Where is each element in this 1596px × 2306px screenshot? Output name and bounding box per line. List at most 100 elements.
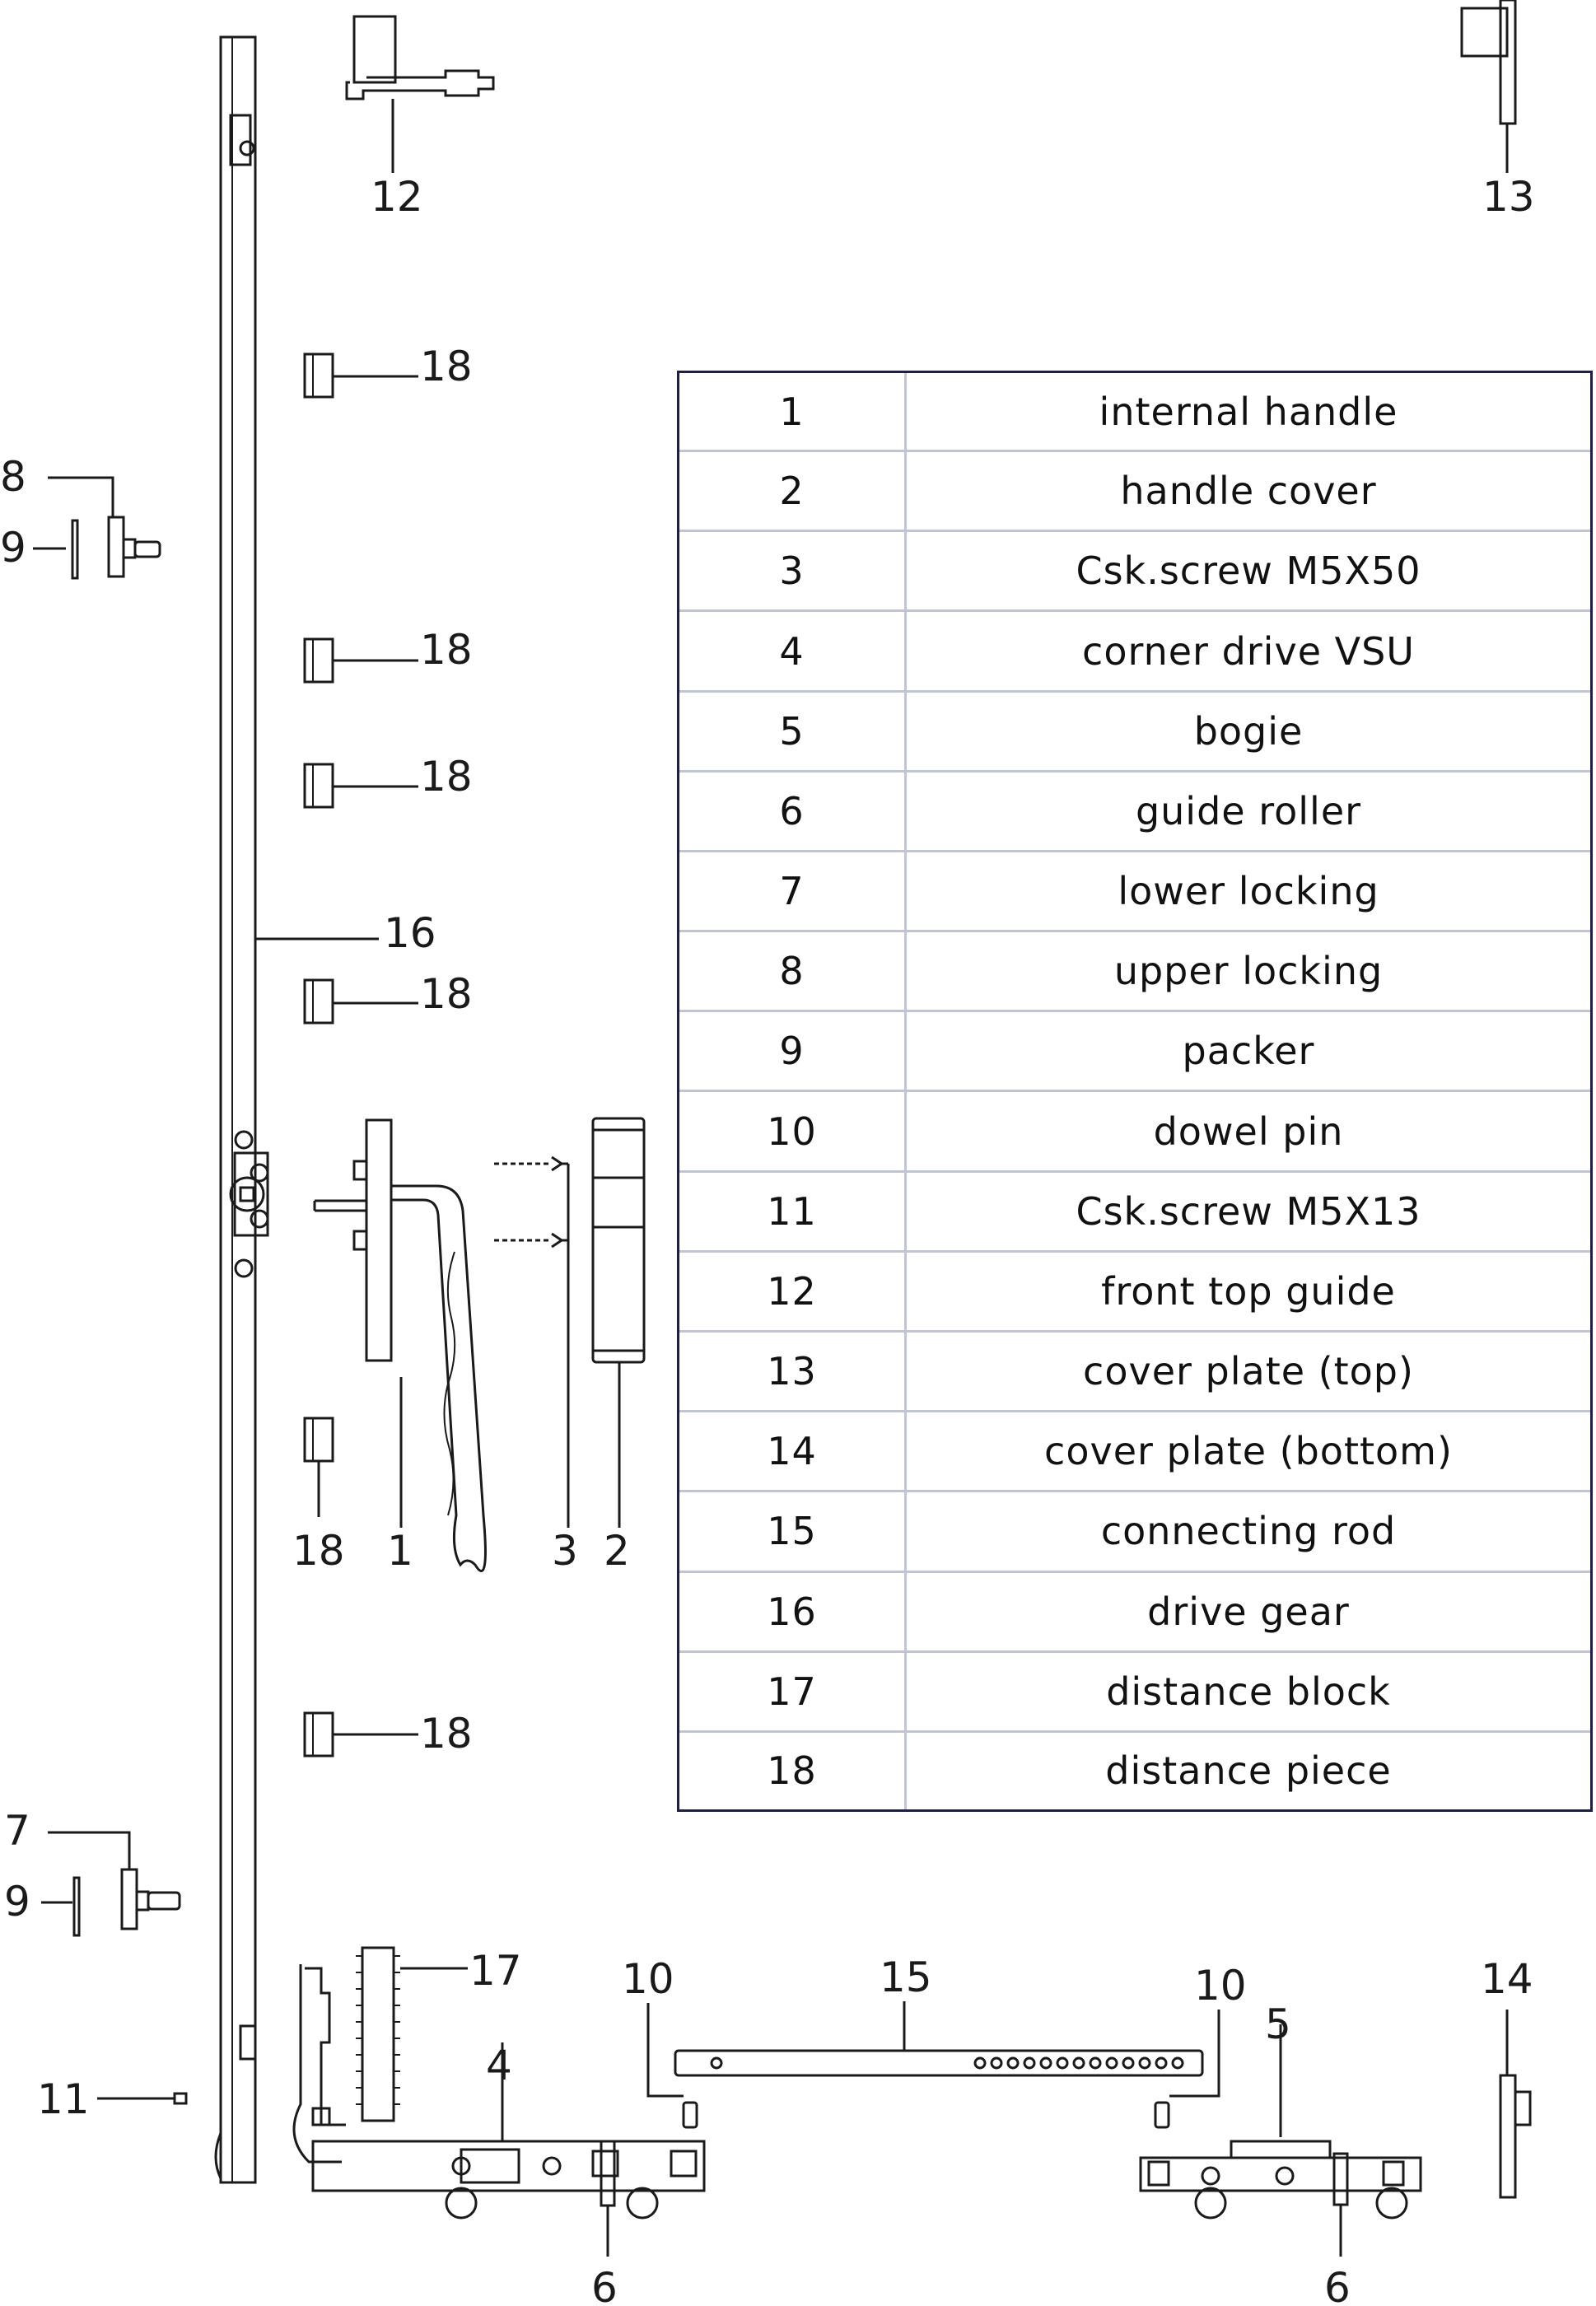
part-name: connecting rod xyxy=(905,1491,1590,1573)
part-number: 18 xyxy=(679,1731,907,1809)
callout-14: 14 xyxy=(1481,1955,1533,2003)
callout-10-left: 10 xyxy=(622,1955,674,2003)
part-name: packer xyxy=(905,1011,1590,1093)
part-name: lower locking xyxy=(905,851,1590,933)
distance-piece-4 xyxy=(303,978,418,1025)
part-number: 6 xyxy=(679,771,907,852)
part-name: distance piece xyxy=(1105,1748,1392,1794)
callout-6-right: 6 xyxy=(1324,2264,1351,2306)
part-name: front top guide xyxy=(905,1251,1590,1333)
callout-5: 5 xyxy=(1265,2000,1291,2048)
part-name: handle cover xyxy=(905,450,1590,533)
part-name: upper locking xyxy=(905,931,1590,1013)
callout-18-3: 18 xyxy=(420,753,473,801)
part-number: 12 xyxy=(679,1251,907,1333)
callout-10-right: 10 xyxy=(1194,1962,1247,2010)
distance-piece-6 xyxy=(303,1711,418,1758)
part-number: 10 xyxy=(679,1090,907,1173)
callout-18-4: 18 xyxy=(420,970,473,1018)
callout-18-5: 18 xyxy=(292,1527,345,1575)
part-name: drive gear xyxy=(905,1571,1590,1653)
part-name: guide roller xyxy=(905,771,1590,852)
callout-6-left: 6 xyxy=(591,2264,618,2306)
part-number: 9 xyxy=(679,1011,907,1093)
cover-plate-bottom xyxy=(1499,2010,1532,2199)
part-name: cover plate (bottom) xyxy=(905,1411,1590,1493)
part-name: dowel pin xyxy=(905,1090,1590,1173)
packer-upper xyxy=(33,519,79,580)
part-number: 2 xyxy=(679,450,907,533)
handle-cover xyxy=(591,1117,646,1528)
callout-9-lower: 9 xyxy=(4,1878,30,1926)
distance-piece-5 xyxy=(303,1417,334,1517)
part-number: 16 xyxy=(679,1571,907,1653)
part-number: 4 xyxy=(679,610,907,693)
part-number: 11 xyxy=(679,1171,907,1253)
part-number: 17 xyxy=(679,1651,907,1733)
internal-handle xyxy=(313,1118,487,1572)
distance-piece-3 xyxy=(303,763,418,809)
part-number: 15 xyxy=(679,1491,907,1573)
part-name: Csk.screw M5X13 xyxy=(905,1171,1590,1253)
lower-locking xyxy=(48,1831,181,1930)
callout-9-upper: 9 xyxy=(0,524,26,572)
csk-screws xyxy=(494,1155,570,1528)
callout-3: 3 xyxy=(552,1527,578,1575)
callout-18-2: 18 xyxy=(420,626,473,674)
csk-screw-small xyxy=(97,2092,188,2105)
callout-2: 2 xyxy=(604,1527,630,1575)
drive-gear-bar xyxy=(214,35,269,2184)
distance-block xyxy=(356,1946,468,2122)
callout-11: 11 xyxy=(37,2075,90,2123)
part-number: 7 xyxy=(679,851,907,933)
dowel-pin-left xyxy=(646,2003,698,2129)
part-name: internal handle xyxy=(905,373,1590,453)
callout-15: 15 xyxy=(880,1954,932,2001)
callout-16: 16 xyxy=(384,909,436,957)
parts-table-row: 18 distance piece xyxy=(679,1731,1590,1809)
callout-8: 8 xyxy=(0,453,26,501)
callout-1: 1 xyxy=(387,1527,413,1575)
part-name: Csk.screw M5X50 xyxy=(905,530,1590,613)
callout-18-1: 18 xyxy=(420,343,473,390)
callout-4: 4 xyxy=(486,2042,512,2089)
part-name: cover plate (top) xyxy=(905,1331,1590,1413)
callout-7: 7 xyxy=(4,1807,30,1855)
callout-17: 17 xyxy=(469,1947,522,1995)
part-name: distance block xyxy=(905,1651,1590,1733)
distance-piece-1 xyxy=(303,352,418,399)
part-number: 5 xyxy=(679,691,907,773)
upper-locking xyxy=(48,476,161,578)
corner-drive-vsu xyxy=(292,1964,706,2257)
callout-12: 12 xyxy=(371,173,423,221)
part-number: 13 xyxy=(679,1331,907,1413)
packer-lower xyxy=(41,1876,81,1937)
part-name: bogie xyxy=(905,691,1590,773)
callout-18-6: 18 xyxy=(420,1710,473,1758)
bogie xyxy=(1139,2024,1422,2257)
callout-13: 13 xyxy=(1482,173,1535,221)
dowel-pin-right xyxy=(1154,2010,1220,2129)
part-name: corner drive VSU xyxy=(905,610,1590,693)
front-top-guide xyxy=(345,15,495,173)
distance-piece-2 xyxy=(303,637,418,684)
part-number: 8 xyxy=(679,931,907,1013)
